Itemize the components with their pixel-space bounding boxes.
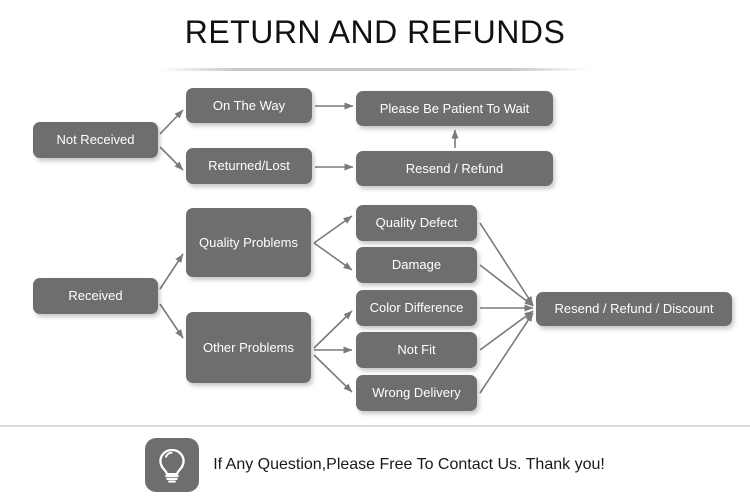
node-damage[interactable]: Damage <box>356 247 477 283</box>
node-returned-lost[interactable]: Returned/Lost <box>186 148 312 184</box>
arrow-not-received-to-on-the-way <box>159 109 184 135</box>
node-on-the-way[interactable]: On The Way <box>186 88 312 123</box>
footer-divider <box>0 425 750 427</box>
arrow-other-problems-to-color-difference <box>313 310 353 349</box>
arrow-not-received-to-returned-lost <box>159 146 184 171</box>
arrow-quality-problems-to-damage <box>313 242 353 271</box>
node-not-received[interactable]: Not Received <box>33 122 158 158</box>
node-resend-refund[interactable]: Resend / Refund <box>356 151 553 186</box>
arrow-damage-to-resend-refund-discount <box>479 264 534 307</box>
arrow-quality-defect-to-resend-refund-discount <box>479 222 534 306</box>
node-other-problems[interactable]: Other Problems <box>186 312 311 383</box>
arrow-received-to-other-problems <box>159 303 184 339</box>
node-please-be-patient-to-wait[interactable]: Please Be Patient To Wait <box>356 91 553 126</box>
arrow-not-fit-to-resend-refund-discount <box>479 310 534 351</box>
node-quality-defect[interactable]: Quality Defect <box>356 205 477 241</box>
node-received[interactable]: Received <box>33 278 158 314</box>
node-color-difference[interactable]: Color Difference <box>356 290 477 326</box>
footer-text: If Any Question,Please Free To Contact U… <box>213 456 605 473</box>
node-not-fit[interactable]: Not Fit <box>356 332 477 368</box>
arrow-other-problems-to-wrong-delivery <box>313 354 353 393</box>
arrow-received-to-quality-problems <box>159 253 184 290</box>
arrow-quality-problems-to-quality-defect <box>313 215 353 244</box>
lightbulb-icon <box>145 438 200 492</box>
footer: If Any Question,Please Free To Contact U… <box>0 436 750 494</box>
title-divider <box>160 68 590 71</box>
node-wrong-delivery[interactable]: Wrong Delivery <box>356 375 477 411</box>
node-resend-refund-discount[interactable]: Resend / Refund / Discount <box>536 292 732 326</box>
node-quality-problems[interactable]: Quality Problems <box>186 208 311 277</box>
arrow-wrong-delivery-to-resend-refund-discount <box>479 312 534 394</box>
page-title: RETURN AND REFUNDS <box>184 14 566 50</box>
